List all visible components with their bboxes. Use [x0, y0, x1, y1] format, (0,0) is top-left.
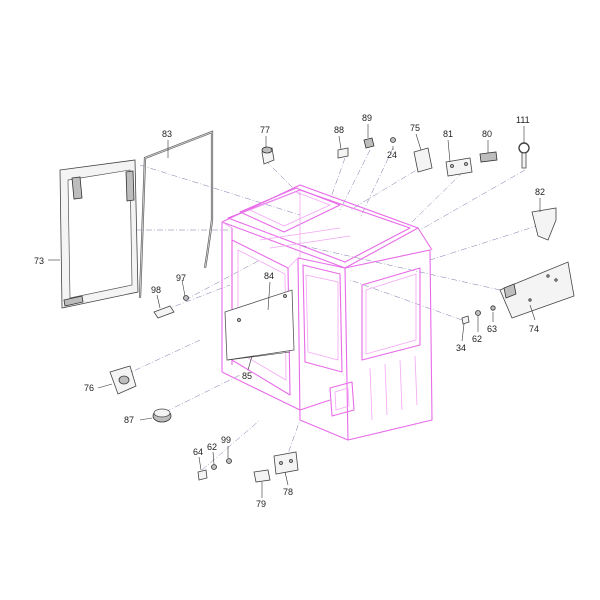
callout-label-87: 87 [124, 415, 134, 425]
fasteners-right [461, 305, 496, 325]
eye-bolt-111 [518, 142, 530, 169]
assembly-lines [80, 147, 541, 471]
callout-label-75: 75 [410, 123, 420, 133]
fasteners-lower [197, 458, 232, 481]
callout-label-97: 97 [176, 273, 186, 283]
door-glass-frame-73 [59, 159, 139, 309]
callout-labels: 73 83 77 88 89 24 75 81 80 111 82 74 63 … [34, 113, 545, 509]
clip-88 [337, 147, 349, 159]
block-76 [109, 365, 137, 395]
callout-label-24: 24 [387, 150, 397, 160]
rod-85 [227, 351, 291, 361]
callout-label-64: 64 [193, 447, 203, 457]
callout-label-111: 111 [516, 115, 530, 125]
leader-lines [48, 124, 541, 498]
bracket-78 [273, 451, 299, 475]
clip-89 [363, 137, 375, 149]
callout-label-78: 78 [283, 487, 293, 497]
callout-label-34: 34 [456, 343, 466, 353]
bracket-82 [531, 207, 557, 241]
cover-plate-74 [499, 261, 575, 319]
pin-97 [183, 295, 189, 301]
callout-label-63: 63 [487, 324, 497, 334]
callout-label-81: 81 [443, 129, 453, 139]
callout-label-62-upper: 62 [472, 334, 482, 344]
plate-81 [445, 157, 473, 177]
callout-label-89: 89 [362, 113, 372, 123]
callout-label-74: 74 [529, 324, 539, 334]
callout-label-83: 83 [162, 129, 172, 139]
pad-79 [253, 469, 271, 483]
cab-frame [221, 184, 433, 441]
callout-label-82: 82 [535, 187, 545, 197]
handle-98 [153, 305, 175, 319]
callout-label-77: 77 [260, 125, 270, 135]
callout-label-98: 98 [151, 285, 161, 295]
callout-label-73: 73 [34, 256, 44, 266]
callout-label-80: 80 [482, 129, 492, 139]
callout-label-76: 76 [84, 383, 94, 393]
callout-label-85: 85 [242, 371, 252, 381]
callout-label-84: 84 [264, 271, 274, 281]
callout-label-79: 79 [256, 499, 266, 509]
callout-label-99: 99 [221, 435, 231, 445]
callout-label-88: 88 [334, 125, 344, 135]
seal-strip-83 [138, 130, 214, 299]
glass-84 [224, 289, 295, 361]
bolt-77 [261, 146, 275, 165]
knob-87 [152, 408, 172, 423]
pin-24 [390, 137, 396, 143]
pad-80 [479, 151, 498, 163]
bracket-75 [413, 147, 433, 173]
callout-label-62-lower: 62 [207, 442, 217, 452]
